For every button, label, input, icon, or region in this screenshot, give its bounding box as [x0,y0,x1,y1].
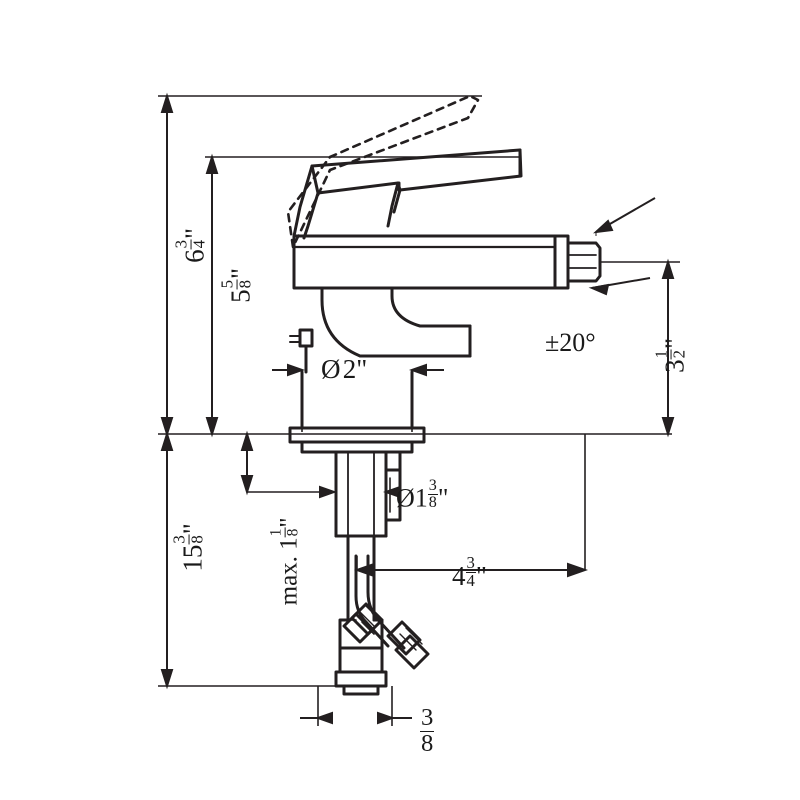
arrow-down-max-deck [240,475,254,496]
spout-upper-curve [390,286,472,328]
popup-lever-stem [289,335,301,343]
arrow-up-height-spout [205,153,219,174]
arrow-base-dia-right [409,363,427,377]
fitting-left-body [342,612,374,644]
dim-label-base-diameter: Ø 2" [321,354,368,384]
arrow-down-depth-below [160,669,174,690]
tube-body [338,646,384,674]
faucet-outline [286,94,602,696]
arrow-spout-reach-left [353,562,375,578]
dim-label-swivel-angle: ±20° [545,328,596,357]
arrow-shank-dia-left [319,485,337,499]
arrow-up-max-deck [240,430,254,451]
arrow-spout-reach-right [567,562,589,578]
bottom-thread [342,684,380,696]
shank-sides [334,450,388,538]
arrow-angle-upper [593,219,614,234]
arrow-thread-left [315,711,333,725]
shank-inner-lines [347,451,375,537]
arrow-down-spout-height-right [661,417,675,438]
arrow-up-height-total [160,92,174,113]
fitting-right-ribs [399,627,423,651]
arrow-angle-lower [588,283,610,296]
lower-tube [346,534,376,622]
spout-inner-curve [320,286,472,358]
handle-rear-edge [386,181,400,228]
base-under [300,440,414,454]
body-block [292,234,557,290]
fitting-left-ribs [359,605,381,627]
arrow-down-height-spout [205,417,219,438]
arrow-up-depth-below [160,430,174,451]
nozzle-collar [553,234,570,290]
handle-front-edge [292,164,314,238]
arrow-down-height-total [160,417,174,438]
arrow-up-spout-height-right [661,258,675,279]
fitting-right-body [394,634,430,670]
aerator-ribs [567,254,597,269]
bottom-connector [334,670,388,688]
popup-lever-knob [298,328,314,348]
handle-open-position [286,94,480,249]
arrow-thread-right [377,711,395,725]
mount-bracket-body [384,468,402,522]
aerator [566,241,602,283]
handle-front-inner [302,191,320,240]
base-flange [288,426,426,444]
arrow-base-dia-left [287,363,305,377]
mount-bracket-top [384,450,402,472]
fitting-left-nut [350,602,384,636]
